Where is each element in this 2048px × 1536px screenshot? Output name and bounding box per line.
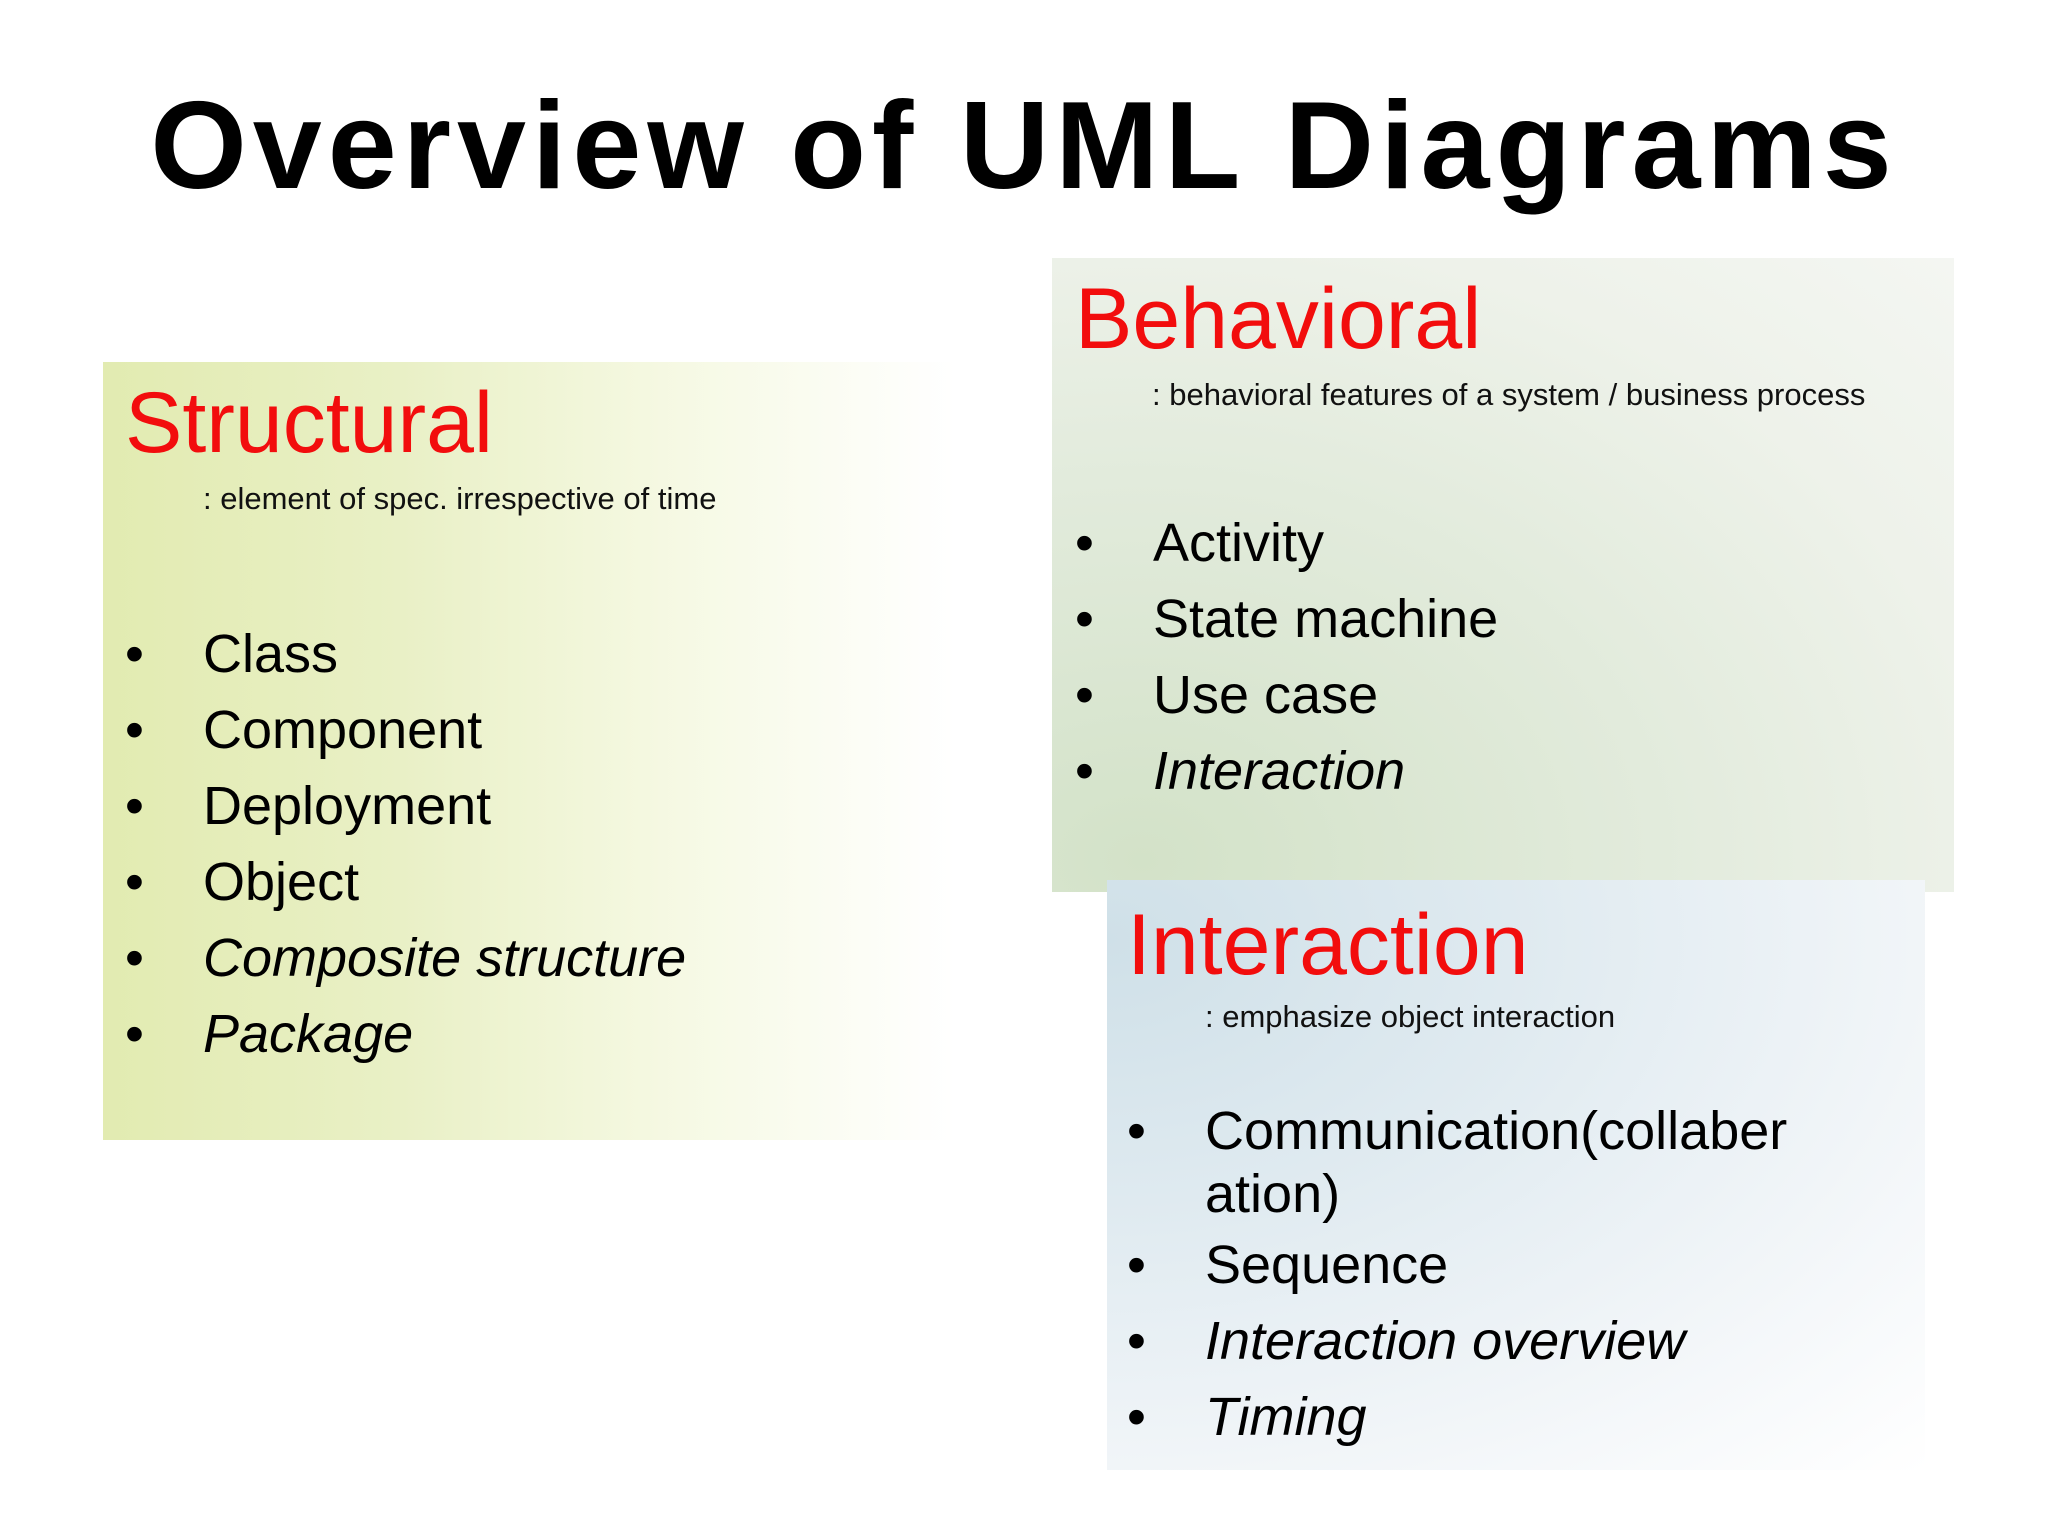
list-item-label: Package [203, 1004, 414, 1064]
structural-item-deployment: • Deployment [125, 779, 945, 855]
bullet-icon: • [1127, 1101, 1146, 1161]
interaction-heading: Interaction [1127, 897, 1529, 993]
list-item-label: Timing [1205, 1387, 1367, 1448]
bullet-icon: • [1075, 665, 1094, 725]
bullet-icon: • [1075, 589, 1094, 649]
behavioral-item-state-machine: • State machine [1075, 592, 1935, 668]
interaction-item-timing: • Timing [1127, 1390, 1807, 1466]
bullet-icon: • [125, 1004, 144, 1064]
list-item-label: Deployment [203, 776, 492, 836]
behavioral-item-use-case: • Use case [1075, 668, 1935, 744]
bullet-icon: • [125, 624, 144, 684]
interaction-list: •Communication(collaberation) •Sequence … [1127, 1100, 1807, 1466]
behavioral-description: : behavioral features of a system / busi… [1152, 377, 1866, 412]
list-item-label: Class [203, 624, 339, 684]
structural-item-component: • Component [125, 703, 945, 779]
bullet-icon: • [1127, 1311, 1146, 1372]
structural-item-class: • Class [125, 627, 945, 703]
interaction-item-sequence: • Sequence [1127, 1238, 1807, 1314]
interaction-item-communication: • Communication(collaberation) [1127, 1100, 1807, 1225]
bullet-icon: • [125, 852, 144, 912]
bullet-icon: • [1075, 741, 1094, 801]
structural-item-composite-structure: • Composite structure [125, 931, 945, 1007]
list-item-label: Object [203, 852, 360, 912]
structural-panel: Structural : element of spec. irrespecti… [103, 362, 955, 1140]
bullet-icon: • [1127, 1235, 1146, 1296]
list-item-label: Component [203, 700, 483, 760]
list-item-label: Communication(collaberation) [1205, 1101, 1788, 1224]
interaction-item-interaction-overview: • Interaction overview [1127, 1314, 1807, 1390]
list-item-label: Composite structure [203, 928, 687, 988]
interaction-panel: Interaction : emphasize object interacti… [1107, 880, 1925, 1470]
list-item-label: Sequence [1205, 1235, 1449, 1296]
list-item-label: State machine [1153, 589, 1499, 649]
structural-list: • Class • Component • Deployment • Object • C… [125, 627, 945, 1083]
behavioral-heading: Behavioral [1075, 271, 1482, 367]
bullet-icon: • [125, 776, 144, 836]
list-item-label: Activity [1153, 513, 1325, 573]
behavioral-item-interaction: • Interaction [1075, 744, 1935, 820]
bullet-icon: • [1127, 1387, 1146, 1448]
list-item-label: Interaction [1153, 741, 1406, 801]
list-item-label: Interaction overview [1205, 1311, 1686, 1372]
list-item-label: Use case [1153, 665, 1379, 725]
bullet-icon: • [125, 700, 144, 760]
behavioral-list: • Activity • State machine • Use case • Inte… [1075, 516, 1935, 820]
behavioral-item-activity: • Activity [1075, 516, 1935, 592]
structural-item-object: • Object [125, 855, 945, 931]
structural-heading: Structural [125, 375, 494, 471]
structural-item-package: • Package [125, 1007, 945, 1083]
behavioral-panel: Behavioral : behavioral features of a sy… [1052, 258, 1954, 892]
structural-description: : element of spec. irrespective of time [203, 481, 717, 516]
interaction-description: : emphasize object interaction [1205, 999, 1616, 1034]
bullet-icon: • [125, 928, 144, 988]
bullet-icon: • [1075, 513, 1094, 573]
slide-title: Overview of UML Diagrams [150, 77, 1898, 215]
